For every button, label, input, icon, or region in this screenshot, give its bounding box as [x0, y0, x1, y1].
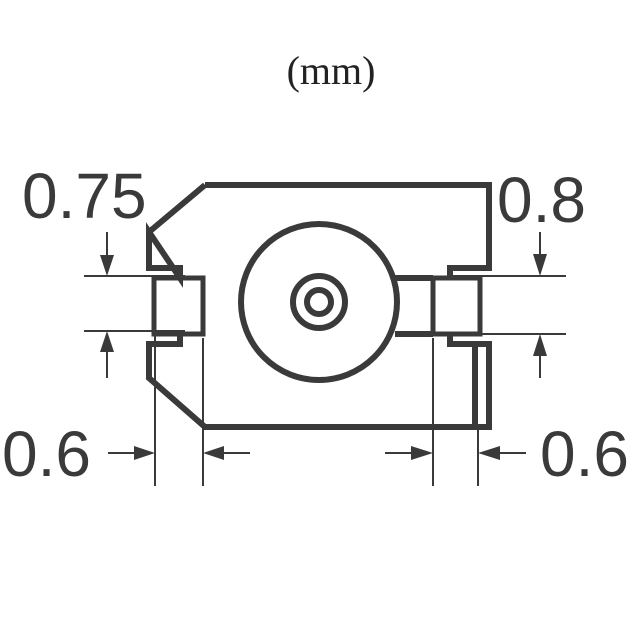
- component-body-chamfer: [146, 182, 207, 268]
- unit-label: (mm): [287, 48, 376, 93]
- rotor-middle-circle: [290, 273, 348, 331]
- dimension-top-right: 0.8: [447, 164, 586, 378]
- dimension-bottom-left: 0.6: [2, 334, 250, 490]
- rotor-outer-circle: [238, 221, 400, 383]
- dim-label-bottom-left: 0.6: [2, 418, 91, 490]
- right-pad: [430, 275, 483, 337]
- dimension-bottom-right: 0.6: [385, 338, 629, 490]
- dimension-top-left: 0.75: [22, 160, 185, 378]
- dim-label-bottom-right: 0.6: [540, 418, 629, 490]
- dim-label-top-right: 0.8: [497, 164, 586, 236]
- rotor-inner-circle: [304, 287, 334, 317]
- left-pad: [151, 275, 206, 337]
- dim-label-top-left: 0.75: [22, 160, 147, 232]
